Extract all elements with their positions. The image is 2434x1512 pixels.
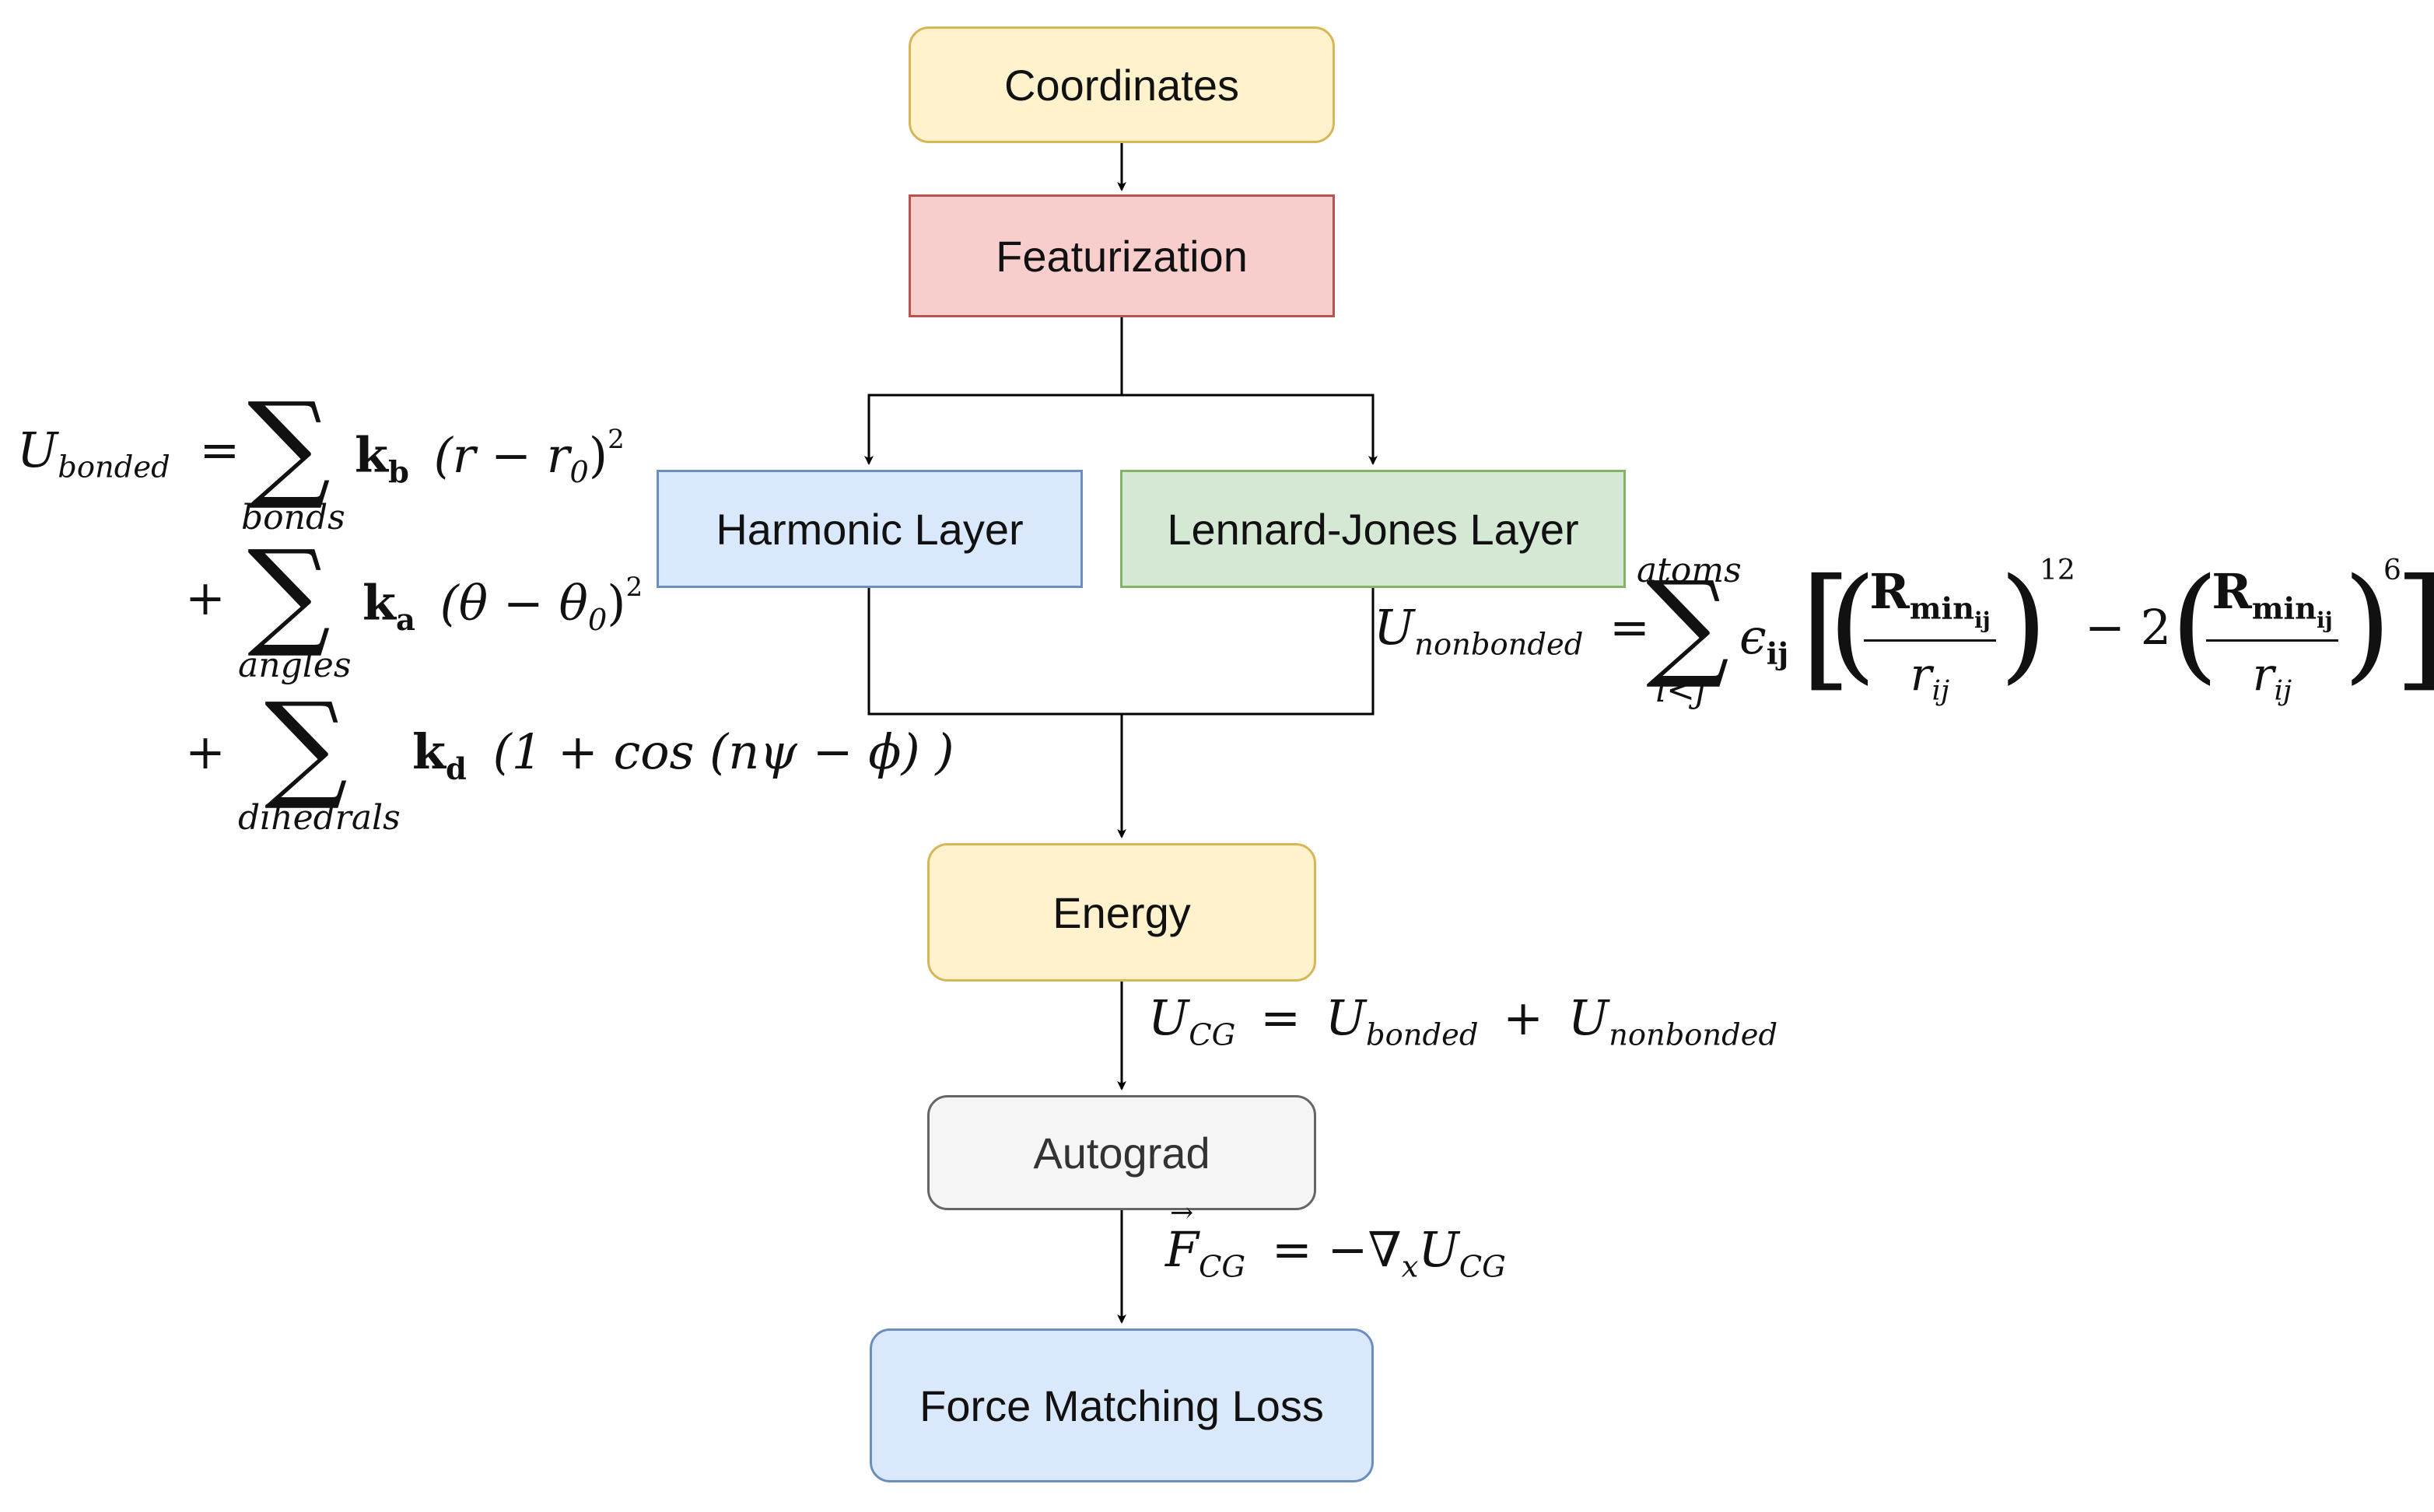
eq-right-paren-2: ) bbox=[2343, 551, 2392, 696]
fraction-rmin-over-rij-1: Rminij rij bbox=[1864, 563, 1996, 707]
eq-total-energy: UCG = Ubonded + Unonbonded bbox=[1148, 989, 1778, 1053]
eq-minus-two: − 2 bbox=[2085, 599, 2172, 656]
node-harmonic-layer: Harmonic Layer bbox=[657, 470, 1083, 588]
eq-plus-dihedrals: + bbox=[185, 723, 226, 780]
sum-dihedrals-symbol: ∑ bbox=[264, 678, 348, 814]
sum-angles-symbol: ∑ bbox=[247, 526, 331, 661]
node-energy: Energy bbox=[927, 843, 1316, 982]
sum-atoms-lower-limit: i<j bbox=[1655, 670, 1706, 710]
connector-layers-merge bbox=[867, 588, 1375, 716]
node-force-matching-loss-label: Force Matching Loss bbox=[919, 1381, 1324, 1430]
sum-dihedrals-limit: dihedrals bbox=[238, 798, 401, 838]
eq-exponent-6: 6 bbox=[2383, 555, 2401, 586]
eq-nonbonded-lhs: Unonbonded = bbox=[1374, 599, 1650, 663]
vector-arrow: → bbox=[1170, 1197, 1194, 1229]
eq-bonded-term-dihedrals: kd (1 + cos (nψ − ϕ) ) bbox=[412, 723, 954, 787]
node-featurization: Featurization bbox=[909, 194, 1335, 317]
eq-right-bracket: ] bbox=[2394, 562, 2434, 694]
sum-bonds-symbol: ∑ bbox=[247, 378, 331, 513]
fraction-rmin-over-rij-2: Rminij rij bbox=[2206, 563, 2338, 707]
eq-left-paren-1: ( bbox=[1828, 551, 1877, 696]
eq-force: F → CG = −∇xUCG bbox=[1165, 1197, 1506, 1285]
node-energy-label: Energy bbox=[1052, 887, 1191, 937]
connector-featurization-split-right bbox=[1122, 394, 1378, 465]
node-featurization-label: Featurization bbox=[996, 231, 1248, 281]
eq-exponent-12: 12 bbox=[2040, 555, 2075, 586]
eq-plus-angles: + bbox=[185, 569, 226, 626]
connector-featurization-split bbox=[864, 317, 1123, 465]
eq-bonded-term-bonds: kb (r − r0)2 bbox=[355, 424, 625, 491]
eq-right-paren-1: ) bbox=[1999, 551, 2048, 696]
eq-nonbonded-epsilon: ϵij bbox=[1739, 608, 1789, 672]
sum-bonds-limit: bonds bbox=[241, 498, 345, 537]
node-autograd-label: Autograd bbox=[1033, 1128, 1210, 1178]
sum-angles-limit: angles bbox=[238, 646, 352, 685]
eq-bonded-lhs: Ubonded = bbox=[17, 422, 240, 485]
node-coordinates-label: Coordinates bbox=[1004, 60, 1239, 110]
node-lennard-jones-layer-label: Lennard-Jones Layer bbox=[1167, 504, 1579, 554]
node-lennard-jones-layer: Lennard-Jones Layer bbox=[1120, 470, 1626, 588]
eq-left-paren-2: ( bbox=[2170, 551, 2219, 696]
node-force-matching-loss: Force Matching Loss bbox=[870, 1328, 1374, 1482]
eq-left-bracket: [ bbox=[1800, 551, 1852, 705]
node-harmonic-layer-label: Harmonic Layer bbox=[716, 504, 1024, 554]
node-autograd: Autograd bbox=[927, 1095, 1316, 1210]
node-coordinates: Coordinates bbox=[909, 26, 1335, 143]
eq-bonded-term-angles: ka (θ − θ0)2 bbox=[362, 572, 643, 639]
sum-atoms-symbol: ∑ bbox=[1646, 557, 1730, 692]
sum-atoms-upper-limit: atoms bbox=[1637, 551, 1742, 590]
